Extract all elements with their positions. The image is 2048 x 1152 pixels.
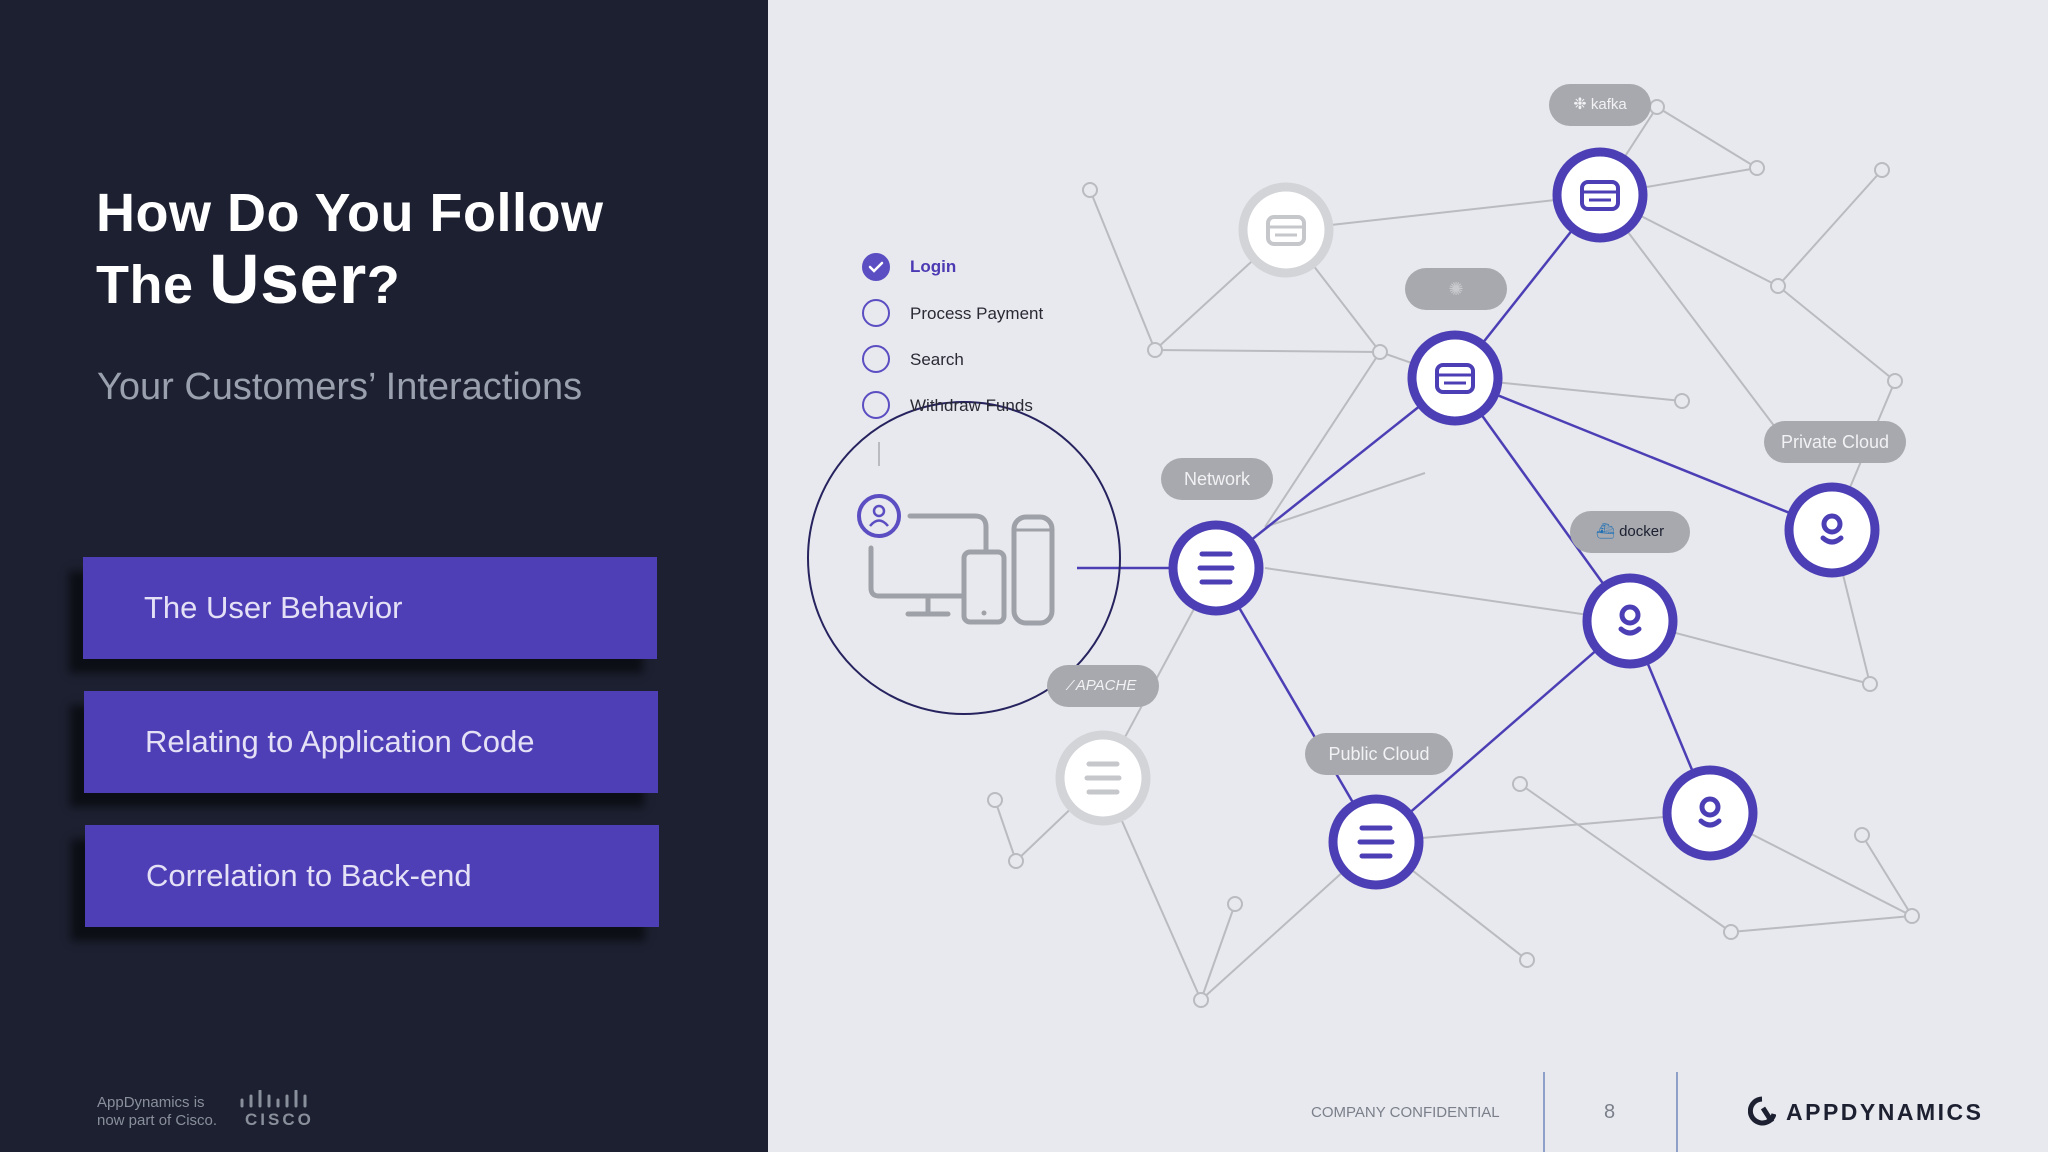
pill-private-cloud: Private Cloud	[1764, 421, 1906, 463]
graph-endpoints	[987, 99, 1920, 1008]
checkbox-withdraw-funds[interactable]	[862, 391, 890, 419]
title-line-2: The User?	[96, 244, 603, 318]
card-node-hub	[1407, 330, 1503, 426]
cisco-logo-text: CISCO	[245, 1110, 314, 1129]
apache-label: APACHE	[1075, 677, 1137, 694]
inactive-card-node	[1238, 182, 1334, 278]
appdynamics-wordmark: APPDYNAMICS	[1786, 1099, 1984, 1125]
footer-divider	[1543, 1072, 1545, 1152]
kafka-label: kafka	[1590, 96, 1627, 113]
title-line-1: How Do You Follow	[96, 183, 604, 243]
checklist-label-search: Search	[910, 350, 964, 369]
card-label: Correlation to Back-end	[146, 858, 472, 893]
docker-whale-icon: ⛴	[1595, 523, 1615, 540]
cisco-logo-icon	[240, 1090, 307, 1108]
left-panel: How Do You Follow The User? Your Custome…	[0, 0, 768, 1152]
slide-subtitle: Your Customers’ Interactions	[97, 366, 583, 408]
card-back-end[interactable]: Correlation to Back-end	[85, 825, 659, 927]
checkbox-process-payment[interactable]	[862, 299, 890, 327]
gray-edges	[994, 106, 1913, 1001]
checklist-label-withdraw-funds: Withdraw Funds	[910, 396, 1033, 415]
kafka-logo-icon: ❉	[1573, 96, 1587, 113]
pin-node-docker	[1582, 573, 1678, 669]
docker-label: docker	[1619, 523, 1665, 540]
page-number: 8	[1604, 1101, 1616, 1123]
title-the: The	[96, 255, 194, 315]
app-node-public-cloud	[1328, 794, 1424, 890]
confidential-label: COMPANY CONFIDENTIAL	[1311, 1104, 1500, 1121]
title-question-mark: ?	[366, 255, 401, 315]
pill-apache: ⁄ APACHE	[1047, 665, 1159, 707]
logo-placeholder-icon: ✺	[1448, 279, 1464, 299]
pill-kafka: ❉ kafka	[1549, 84, 1651, 126]
checkbox-login[interactable]	[862, 253, 890, 281]
apache-feather-icon: ⁄	[1069, 677, 1073, 694]
pill-public-cloud: Public Cloud	[1305, 733, 1453, 775]
checklist-label-login: Login	[910, 257, 957, 276]
pill-blank-logo: ✺	[1405, 268, 1507, 310]
pill-docker: ⛴ docker	[1570, 511, 1690, 553]
appdynamics-logo-icon	[1748, 1096, 1776, 1126]
pin-node-lower	[1662, 765, 1758, 861]
pill-network: Network	[1161, 458, 1273, 500]
footer-note: AppDynamics is now part of Cisco.	[97, 1094, 217, 1130]
card-node-kafka	[1552, 147, 1648, 243]
inactive-app-node	[1055, 730, 1151, 826]
checkmark-icon	[868, 261, 884, 273]
card-label: The User Behavior	[144, 590, 403, 625]
card-application-code[interactable]: Relating to Application Code	[84, 691, 658, 793]
checklist-label-process-payment: Process Payment	[910, 304, 1044, 323]
card-label: Relating to Application Code	[145, 724, 535, 759]
slide-title: How Do You Follow The User?	[96, 180, 603, 318]
topology-graph	[807, 99, 1920, 1008]
card-user-behavior[interactable]: The User Behavior	[83, 557, 657, 659]
app-node-network	[1168, 520, 1264, 616]
user-devices-icon	[807, 401, 1121, 715]
checkbox-search[interactable]	[862, 345, 890, 373]
pin-node-private-cloud	[1784, 482, 1880, 578]
footer-note-line-2: now part of Cisco.	[97, 1112, 218, 1129]
footer-divider	[1676, 1072, 1678, 1152]
footer-note-line-1: AppDynamics is	[97, 1094, 205, 1111]
title-user: User	[209, 240, 367, 318]
